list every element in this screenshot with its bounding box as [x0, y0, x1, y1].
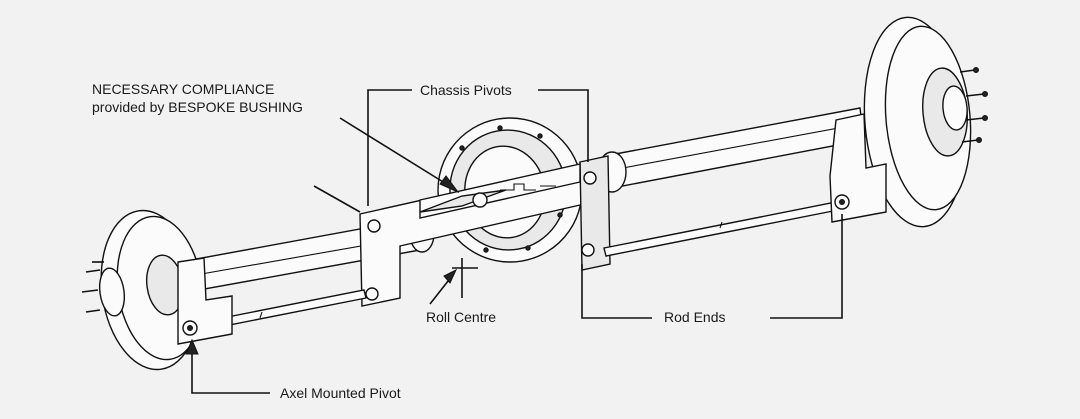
right-axle-bracket	[829, 113, 887, 223]
compliance-label-line2: provided by BESPOKE BUSHING	[92, 99, 303, 115]
chassis-pivots-label: Chassis Pivots	[420, 82, 512, 98]
compliance-label-line1: NECESSARY COMPLIANCE	[92, 81, 274, 97]
roll-centre-mark	[452, 258, 478, 298]
bespoke-bushing	[419, 183, 556, 213]
axel-mounted-pivot-callout	[185, 338, 270, 394]
rod-ends-callout	[581, 214, 843, 319]
roll-centre-label: Roll Centre	[426, 309, 496, 325]
roll-centre-callout	[429, 268, 458, 305]
left-axle-bracket	[177, 257, 233, 345]
rod-ends-label: Rod Ends	[664, 309, 725, 325]
chassis-pivots-callout	[367, 89, 589, 206]
axel-mounted-pivot-label: Axel Mounted Pivot	[280, 385, 401, 401]
compliance-callout	[313, 117, 460, 213]
right-brake-disc	[863, 16, 988, 228]
